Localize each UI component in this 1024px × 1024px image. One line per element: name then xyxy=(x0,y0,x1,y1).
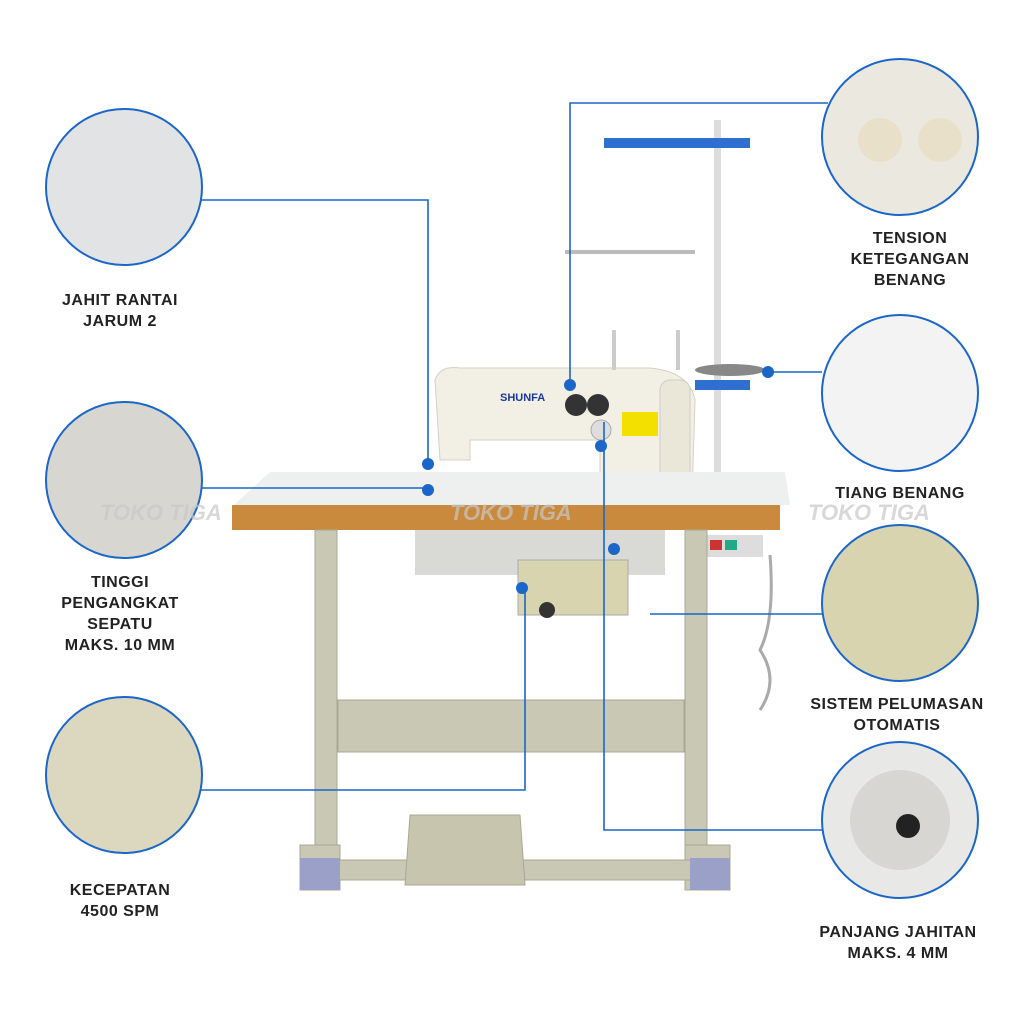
label-line: TENSION xyxy=(872,230,948,247)
label-line: KETEGANGAN xyxy=(850,251,970,268)
watermark: TOKO TIGA xyxy=(450,500,572,525)
detail-chain-stitch xyxy=(45,108,203,266)
label-presser-lift: TINGGI PENGANGKAT SEPATU MAKS. 10 MM xyxy=(10,572,230,656)
label-line: MAKS. 10 MM xyxy=(64,637,176,654)
label-speed: KECEPATAN 4500 SPM xyxy=(10,880,230,922)
table-edge xyxy=(232,505,780,530)
label-line: SISTEM PELUMASAN xyxy=(810,696,984,713)
label-line: MAKS. 4 MM xyxy=(847,945,949,962)
stand-frame xyxy=(299,529,731,891)
detail-thread-stand xyxy=(821,314,979,472)
label-line: KECEPATAN xyxy=(69,882,171,899)
label-line: PENGANGKAT xyxy=(61,595,179,612)
label-lubrication: SISTEM PELUMASAN OTOMATIS xyxy=(787,694,1007,736)
label-line: SEPATU xyxy=(87,616,153,633)
callout-dots xyxy=(422,366,774,594)
motor xyxy=(517,559,629,616)
label-line: PANJANG JAHITAN xyxy=(819,924,977,941)
label-line: TINGGI xyxy=(90,574,150,591)
detail-lubrication xyxy=(821,524,979,682)
brand-logo: SHUNFA xyxy=(500,392,546,404)
watermark: TOKO TIGA xyxy=(100,500,222,525)
thread-stand xyxy=(565,120,765,475)
detail-presser-lift xyxy=(45,401,203,559)
label-line: OTOMATIS xyxy=(853,717,941,734)
label-line: BENANG xyxy=(873,272,947,289)
label-line: 4500 SPM xyxy=(80,903,160,920)
label-stitch-length: PANJANG JAHITAN MAKS. 4 MM xyxy=(788,922,1008,964)
label-line: JARUM 2 xyxy=(83,313,157,330)
watermark: TOKO TIGA xyxy=(808,500,930,525)
table-surface xyxy=(234,472,790,505)
label-line: TIANG BENANG xyxy=(835,485,965,502)
label-thread-stand: TIANG BENANG xyxy=(790,483,1010,504)
label-tension: TENSION KETEGANGAN BENANG xyxy=(800,228,1020,291)
label-chain-stitch: JAHIT RANTAI JARUM 2 xyxy=(10,290,230,332)
detail-motor xyxy=(45,696,203,854)
callout-lines xyxy=(200,102,828,831)
label-line: JAHIT RANTAI xyxy=(62,292,178,309)
